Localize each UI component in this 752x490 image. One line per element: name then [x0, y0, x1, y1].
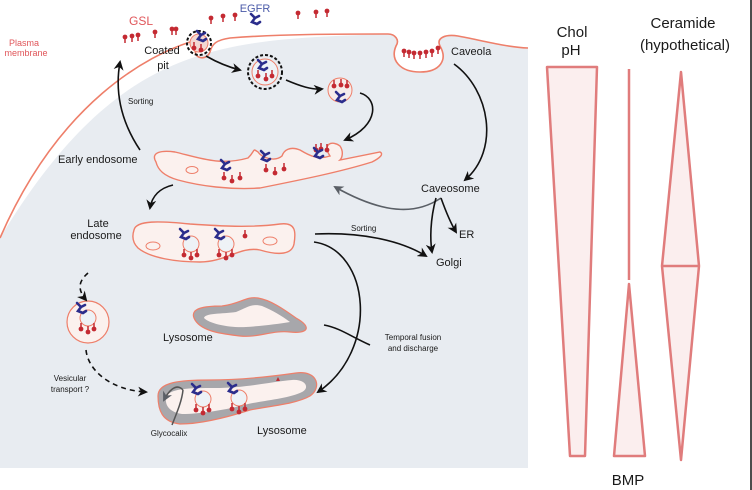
caveola-gsl	[400, 44, 442, 60]
label-temporal-fusion-2: and discharge	[388, 344, 439, 353]
label-gsl: GSL	[129, 14, 153, 28]
label-vesicular-transport-2: transport ?	[51, 385, 90, 394]
arrow-to-early-endosome	[343, 92, 374, 142]
gradient-panel: Chol pH BMP Ceramide (hypothetical)	[545, 15, 730, 489]
label-glycocalix: Glycocalix	[151, 429, 187, 438]
label-hypothetical: (hypothetical)	[640, 37, 730, 54]
label-er: ER	[459, 229, 474, 241]
pathway-arrows	[77, 55, 488, 397]
arrow-caveosome-to-early	[333, 186, 442, 211]
late-endosome	[132, 221, 296, 263]
gradient-ceramide: Ceramide (hypothetical)	[640, 15, 730, 462]
arrow-early-to-late	[146, 184, 174, 210]
label-lysosome-lower: Lysosome	[257, 425, 307, 437]
transport-vesicle	[66, 300, 110, 344]
label-caveosome: Caveosome	[421, 183, 480, 195]
label-coated-pit-1: Coated	[144, 45, 179, 57]
label-early-endosome: Early endosome	[58, 154, 138, 166]
arrow-late-to-vesicle	[77, 272, 89, 302]
gradient-bmp: BMP	[612, 69, 647, 489]
arrow-caveola-to-caveosome	[453, 63, 488, 182]
gradient-chol-ph: Chol pH	[545, 24, 599, 458]
lysosome-lower	[157, 372, 318, 426]
arrow-caveosome-to-golgi	[425, 197, 437, 254]
label-golgi: Golgi	[436, 257, 462, 269]
uncoated-vesicle	[327, 77, 353, 104]
label-late-endosome-1: Late	[87, 218, 108, 230]
arrow-pit-to-vesicle	[205, 55, 242, 73]
arrow-sorting-to-golgi	[314, 232, 428, 258]
label-ceramide: Ceramide	[650, 15, 715, 32]
label-sorting-top: Sorting	[128, 97, 153, 106]
arrow-sorting-to-membrane	[113, 60, 141, 151]
label-ph: pH	[561, 42, 580, 59]
early-endosome	[153, 142, 383, 190]
gsl-molecules	[121, 7, 331, 44]
label-vesicular-transport-1: Vesicular	[54, 374, 87, 383]
label-caveola: Caveola	[451, 46, 492, 58]
label-plasma-membrane-2: membrane	[4, 48, 47, 58]
egfr-receptor	[249, 12, 262, 26]
arrow-vesicle-to-uncoated	[285, 79, 324, 95]
label-plasma-membrane-1: Plasma	[9, 38, 39, 48]
coated-vesicle	[247, 54, 283, 90]
arrow-temporal-fusion	[323, 324, 371, 346]
label-temporal-fusion-1: Temporal fusion	[385, 333, 441, 342]
label-late-endosome-2: endosome	[70, 230, 121, 242]
label-egfr: EGFR	[240, 3, 271, 15]
label-sorting-mid: Sorting	[351, 224, 376, 233]
label-coated-pit-2: pit	[157, 60, 169, 72]
label-lysosome-upper: Lysosome	[163, 332, 213, 344]
lysosome-upper	[192, 297, 307, 337]
arrow-late-to-lysosome	[313, 241, 362, 394]
label-bmp: BMP	[612, 472, 645, 489]
coated-pit	[186, 29, 212, 56]
label-chol: Chol	[557, 24, 588, 41]
arrow-caveosome-to-er	[440, 197, 458, 234]
glycocalix-pointer	[163, 386, 184, 402]
